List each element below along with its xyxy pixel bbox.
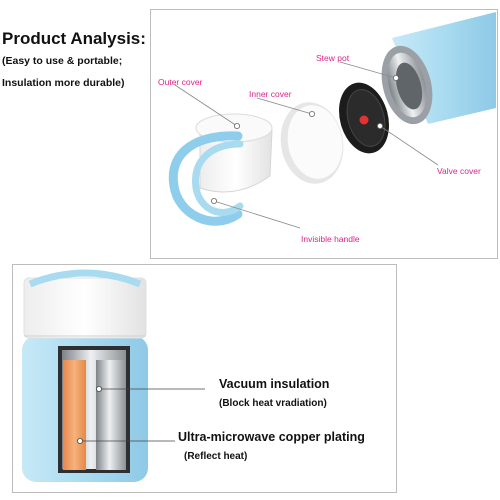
stew-pot-label: Stew pot (316, 53, 350, 63)
valve-cover-label: Valve cover (437, 166, 481, 176)
vacuum-insulation-note: (Block heat vradiation) (219, 398, 327, 409)
outer-cover-illustration (168, 113, 273, 226)
outer-cover-label: Outer cover (158, 77, 203, 87)
product-analysis-title: Product Analysis: (2, 29, 146, 48)
inner-cover-label: Inner cover (249, 89, 292, 99)
inner-cover-illustration (280, 102, 344, 184)
valve-cover-illustration (339, 82, 389, 154)
stew-pot-illustration (381, 12, 496, 125)
copper-plating-note: (Reflect heat) (184, 451, 248, 462)
analysis-line-1: (Easy to use & portable; (2, 55, 123, 67)
invisible-handle-label: Invisible handle (301, 234, 360, 244)
vacuum-insulation-title: Vacuum insulation (219, 377, 330, 391)
analysis-line-2: Insulation more durable) (2, 77, 125, 89)
copper-plating-title: Ultra-microwave copper plating (178, 430, 365, 444)
cutaway-jar-illustration (22, 269, 148, 482)
